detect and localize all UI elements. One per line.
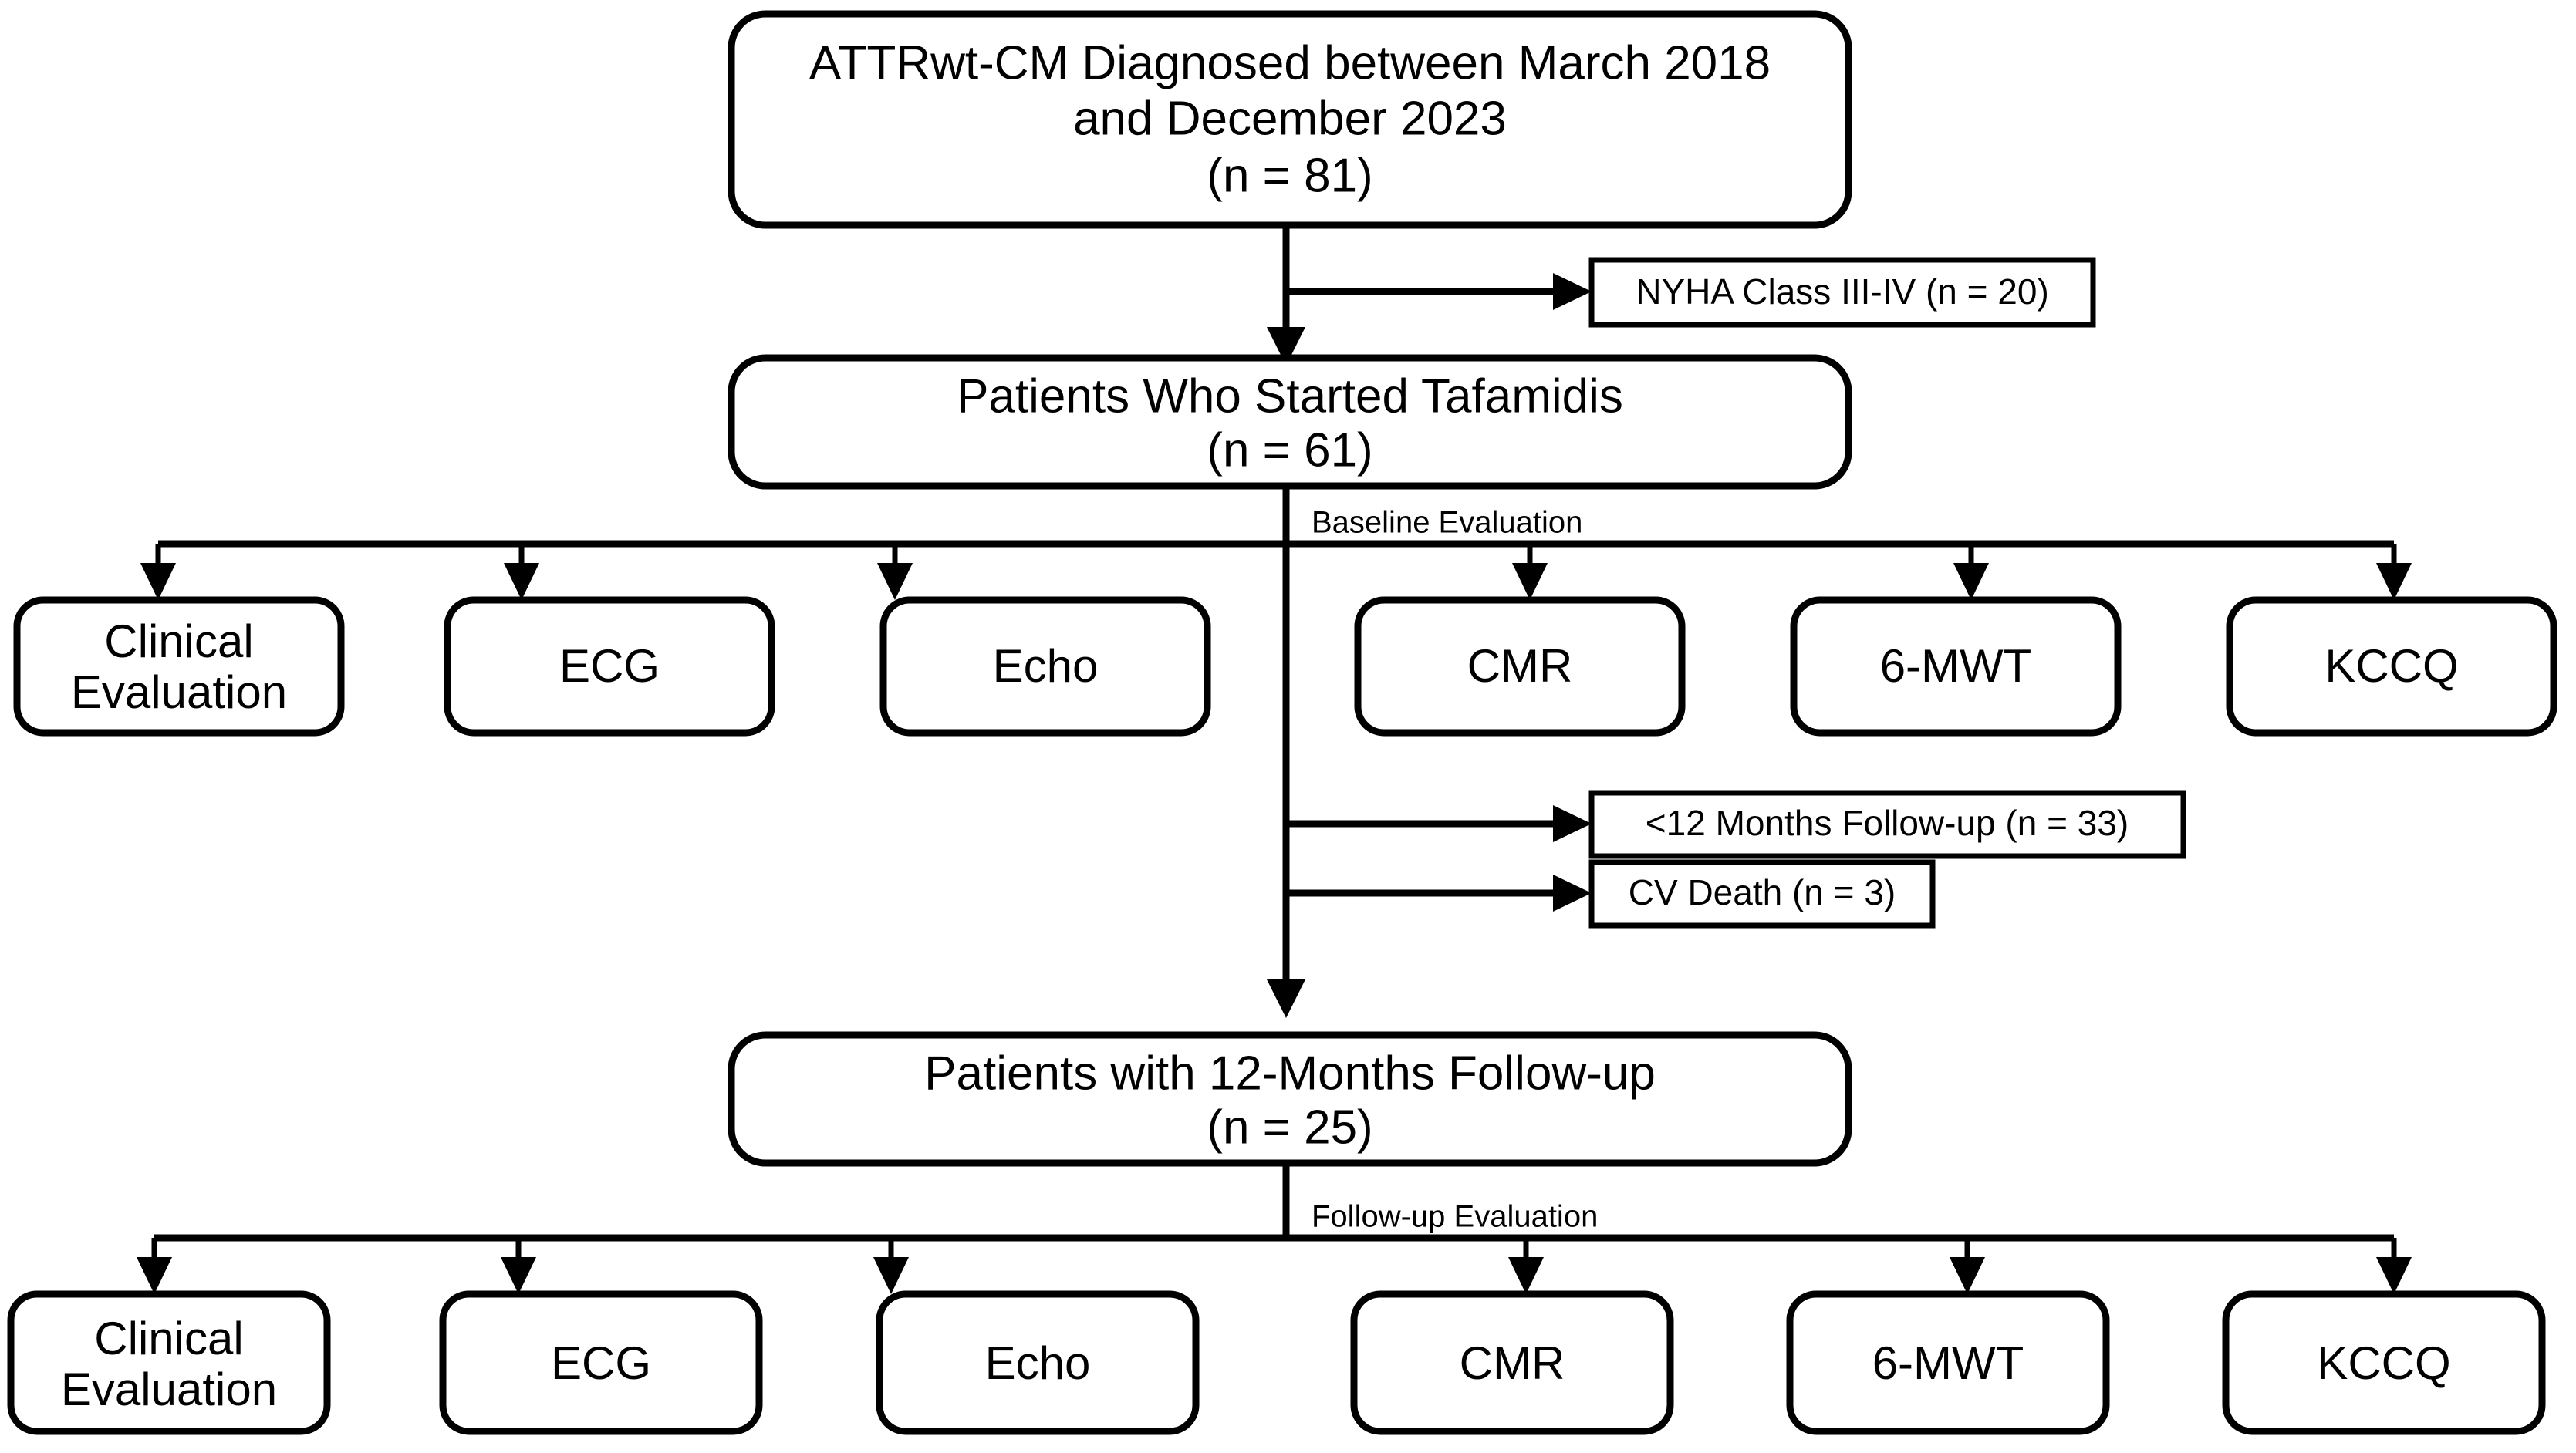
assessment-label-line1: Echo xyxy=(985,1337,1091,1389)
assessment-label-line1: KCCQ xyxy=(2317,1337,2450,1389)
followup-assessment-ecg[interactable]: ECG xyxy=(439,1290,763,1435)
started-line1: Patients Who Started Tafamidis xyxy=(957,369,1623,423)
baseline-assessment-ecg[interactable]: ECG xyxy=(444,596,775,737)
assessment-label-line1: CMR xyxy=(1467,640,1573,692)
connector-cohort-to-started xyxy=(1267,225,1305,366)
connector-followup-bus xyxy=(137,1163,2412,1294)
baseline-assessment-clinical-evaluation[interactable]: Clinical Evaluation xyxy=(13,596,345,737)
assessment-label-line1: Clinical xyxy=(94,1313,243,1364)
excluded-cv-death-label: CV Death (n = 3) xyxy=(1629,872,1896,912)
assessment-label-line2: Evaluation xyxy=(71,666,287,718)
cohort-line2: and December 2023 xyxy=(1073,92,1507,145)
followup-assessment-echo[interactable]: Echo xyxy=(876,1290,1200,1435)
node-excluded-cv-death[interactable]: CV Death (n = 3) xyxy=(1588,859,1936,929)
baseline-assessment-kccq[interactable]: KCCQ xyxy=(2226,596,2557,737)
followup-line1: Patients with 12-Months Follow-up xyxy=(924,1047,1656,1100)
baseline-assessment-6mwt[interactable]: 6-MWT xyxy=(1790,596,2122,737)
node-excluded-short-followup[interactable]: <12 Months Follow-up (n = 33) xyxy=(1588,790,2186,859)
assessment-label-line1: ECG xyxy=(559,640,660,692)
followup-assessment-6mwt[interactable]: 6-MWT xyxy=(1786,1290,2110,1435)
connector-started-to-followup xyxy=(1267,486,1305,1018)
edge-label-baseline: Baseline Evaluation xyxy=(1312,506,1582,540)
connector-baseline-bus xyxy=(140,540,2412,600)
assessment-label-line1: Echo xyxy=(993,640,1099,692)
connector-exclude-nyha xyxy=(1286,273,1592,310)
node-started-tafamidis[interactable]: Patients Who Started Tafamidis (n = 61) xyxy=(728,354,1852,490)
connector-exclude-cv-death xyxy=(1286,875,1592,912)
assessment-label-line1: KCCQ xyxy=(2324,640,2458,692)
connector-exclude-short-followup xyxy=(1286,805,1592,842)
baseline-assessment-echo[interactable]: Echo xyxy=(879,596,1211,737)
cohort-line3: (n = 81) xyxy=(1207,149,1372,202)
cohort-line1: ATTRwt-CM Diagnosed between March 2018 xyxy=(809,36,1771,89)
assessment-label-line1: 6-MWT xyxy=(1872,1337,2024,1389)
assessment-label-line1: ECG xyxy=(551,1337,651,1389)
followup-assessment-kccq[interactable]: KCCQ xyxy=(2222,1290,2546,1435)
assessment-label-line1: CMR xyxy=(1460,1337,1565,1389)
followup-assessment-clinical-evaluation[interactable]: Clinical Evaluation xyxy=(7,1290,331,1435)
edge-label-followup: Follow-up Evaluation xyxy=(1312,1200,1598,1234)
excluded-nyha-label: NYHA Class III-IV (n = 20) xyxy=(1636,271,2049,312)
node-excluded-nyha[interactable]: NYHA Class III-IV (n = 20) xyxy=(1588,257,2096,328)
node-cohort[interactable]: ATTRwt-CM Diagnosed between March 2018 a… xyxy=(728,10,1852,229)
followup-line2: (n = 25) xyxy=(1207,1101,1372,1154)
followup-assessment-cmr[interactable]: CMR xyxy=(1350,1290,1674,1435)
excluded-short-followup-label: <12 Months Follow-up (n = 33) xyxy=(1646,803,2129,843)
baseline-assessment-cmr[interactable]: CMR xyxy=(1354,596,1686,737)
started-line2: (n = 61) xyxy=(1207,423,1372,477)
assessment-label-line2: Evaluation xyxy=(61,1364,277,1415)
assessment-label-line1: Clinical xyxy=(104,615,253,667)
assessment-label-line1: 6-MWT xyxy=(1880,640,2032,692)
node-followup-cohort[interactable]: Patients with 12-Months Follow-up (n = 2… xyxy=(728,1031,1852,1167)
